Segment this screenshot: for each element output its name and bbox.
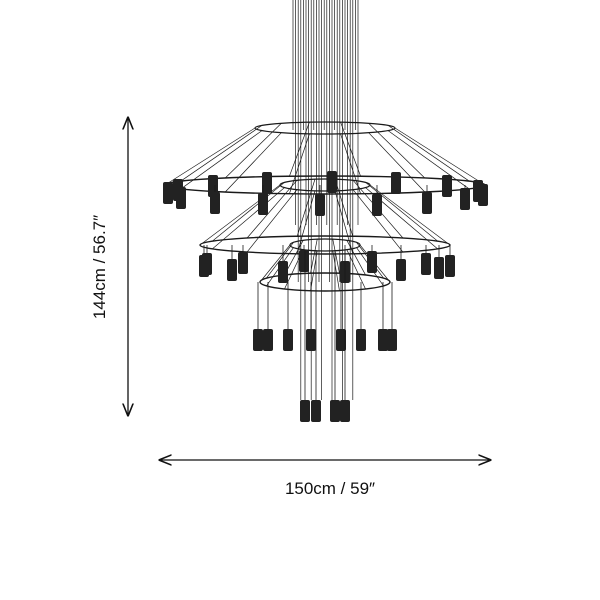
lamp-cylinder (163, 182, 173, 204)
lamp-cylinder (367, 251, 377, 273)
chandelier-frame (164, 121, 486, 292)
lamp-cylinder (258, 193, 268, 215)
lamp-cylinder (378, 329, 388, 351)
suspension-wires (292, 0, 359, 400)
frame-spoke (296, 179, 316, 237)
frame-spoke (368, 132, 426, 193)
frame-spoke (246, 189, 298, 253)
frame-spoke (340, 133, 361, 194)
frame-spoke (387, 125, 470, 182)
lamp-cylinder (387, 329, 397, 351)
frame-spoke (352, 189, 404, 253)
lamp-cylinder (210, 192, 220, 214)
lamp-cylinder (421, 253, 431, 275)
frame-spoke (224, 132, 282, 193)
frame-spoke (332, 239, 340, 274)
lamp-cylinder (478, 184, 488, 206)
frame-spoke (259, 244, 291, 283)
frame-spoke (212, 187, 285, 250)
frame-spoke (346, 249, 366, 290)
lamp-cylinder (278, 261, 288, 283)
frame-ring (254, 121, 396, 135)
lamp-cylinder (299, 250, 309, 272)
lamp-cylinder (262, 172, 272, 194)
lamp-cylinder (422, 192, 432, 214)
lamp-cylinder (208, 175, 218, 197)
frame-spoke (387, 130, 470, 190)
frame-spoke (296, 190, 316, 254)
frame-spoke (368, 123, 426, 179)
lamp-cylinder (396, 259, 406, 281)
lamp-cylinder (391, 172, 401, 194)
lamp-cylinder (306, 329, 316, 351)
lamp-cylinder (336, 329, 346, 351)
lamp-cylinder (356, 329, 366, 351)
lamp-cylinder (202, 253, 212, 275)
frame-spoke (246, 180, 298, 239)
frame-ring (279, 178, 371, 192)
frame-spoke (340, 122, 361, 177)
lamp-cylinder (434, 257, 444, 279)
frame-spoke (394, 127, 486, 186)
frame-spoke (365, 182, 438, 242)
frame-spoke (289, 122, 310, 177)
frame-spoke (266, 242, 294, 279)
frame-spoke (346, 240, 366, 276)
lamp-cylinder (460, 188, 470, 210)
lamp-group (163, 171, 488, 422)
lamp-cylinder (238, 252, 248, 274)
frame-spoke (212, 182, 285, 242)
lamp-cylinder (300, 400, 310, 422)
lamp-cylinder (315, 194, 325, 216)
lamp-cylinder (263, 329, 273, 351)
frame-spoke (224, 123, 282, 179)
frame-spoke (310, 239, 318, 274)
lamp-cylinder (340, 400, 350, 422)
frame-spoke (164, 127, 256, 186)
lamp-cylinder (445, 255, 455, 277)
lamp-cylinder (327, 171, 337, 193)
height-dimension-label: 144cm / 56.7″ (90, 214, 109, 320)
frame-spoke (332, 250, 340, 291)
frame-spoke (334, 190, 354, 254)
lamp-cylinder (372, 194, 382, 216)
width-dimension-label: 150cm / 59″ (284, 479, 376, 498)
frame-spoke (369, 184, 451, 246)
frame-spoke (289, 133, 310, 194)
lamp-cylinder (330, 400, 340, 422)
lamp-cylinder (227, 259, 237, 281)
lamp-cylinder (253, 329, 263, 351)
frame-spoke (334, 179, 354, 237)
lamp-cylinder (176, 187, 186, 209)
frame-spoke (180, 130, 263, 190)
lamp-cylinder (283, 329, 293, 351)
frame-spoke (180, 125, 263, 182)
lamp-cylinder (311, 400, 321, 422)
lamp-cylinder (442, 175, 452, 197)
